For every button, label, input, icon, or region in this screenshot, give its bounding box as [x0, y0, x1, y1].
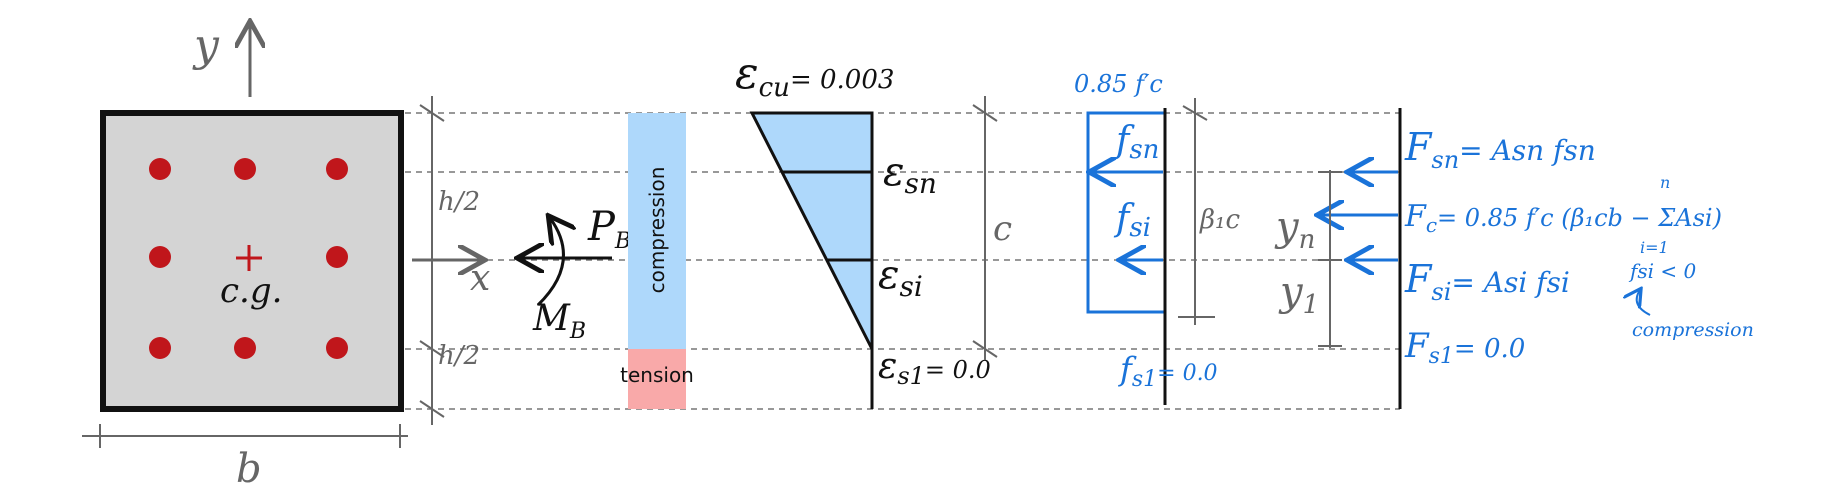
height-tick-top — [419, 104, 445, 122]
stress-block-outline — [1086, 111, 1165, 314]
rebar-dot — [234, 158, 256, 180]
block-depth-label: β₁c — [1199, 205, 1240, 235]
applied-loads: PB MB — [520, 204, 631, 344]
force-diagram: yn y1 Fsn= Asn fsn Fc= 0.85 f′c (β₁cb − … — [1274, 108, 1754, 409]
stress-sn-label: fsn — [1113, 120, 1159, 165]
height-tick-bottom — [419, 400, 445, 418]
ultimate-strain-label: εcu= 0.003 — [735, 48, 894, 103]
moment-label: MB — [532, 298, 586, 344]
width-label: b — [236, 446, 262, 492]
condition-arrow-icon — [1637, 290, 1651, 316]
rebar-group — [149, 158, 348, 359]
force-s1-equation: Fs1= 0.0 — [1404, 326, 1525, 369]
compression-zone — [628, 113, 686, 349]
moment-arc-icon — [536, 218, 563, 307]
concrete-stress-label: 0.85 f′c — [1074, 70, 1163, 98]
c-tick-top — [972, 104, 998, 122]
stress-si-label: fsi — [1113, 198, 1151, 243]
rebar-dot — [149, 246, 171, 268]
half-height-bottom-label: h/2 — [438, 341, 480, 371]
centroid-label: c.g. — [220, 271, 282, 311]
y-axis-label: y — [192, 20, 220, 71]
neutral-axis-depth-label: c — [993, 209, 1012, 249]
cross-section: c.g. y x b h/2 h/2 — [82, 20, 490, 492]
axial-load-label: PB — [587, 204, 631, 254]
height-tick-mid — [419, 340, 445, 358]
sum-upper-limit: n — [1660, 173, 1670, 192]
force-sn-equation: Fsn= Asn fsn — [1404, 125, 1596, 174]
compression-zone-label: compression — [645, 167, 669, 294]
tension-zone-label: tension — [620, 363, 694, 387]
rebar-dot — [234, 337, 256, 359]
sum-lower-limit: i=1 — [1640, 238, 1669, 257]
stress-diagram: 0.85 f′c fsn fsi fs1= 0.0 β₁c — [1074, 70, 1240, 405]
c-tick-bottom — [972, 340, 998, 358]
rebar-dot — [326, 246, 348, 268]
force-c-equation: Fc= 0.85 f′c (β₁cb − ΣAsi) — [1404, 199, 1722, 237]
stress-zones: compression tension — [620, 113, 694, 409]
half-height-top-label: h/2 — [438, 187, 480, 217]
rebar-dot — [149, 337, 171, 359]
centroid-cross-icon — [236, 245, 262, 271]
block-tick-top — [1182, 105, 1208, 121]
strain-s1-label: εs1= 0.0 — [878, 346, 991, 390]
strain-triangle — [749, 111, 874, 350]
rebar-dot — [326, 158, 348, 180]
lever-arm-yn-label: yn — [1274, 204, 1315, 255]
force-si-equation: Fsi= Asi fsi — [1404, 257, 1570, 306]
rebar-dot — [149, 158, 171, 180]
section-outline — [100, 110, 404, 412]
tension-zone — [628, 349, 686, 409]
reference-lines — [405, 112, 1400, 410]
strain-sn-label: εsn — [883, 149, 937, 200]
stress-s1-label: fs1= 0.0 — [1118, 350, 1218, 392]
strain-si-label: εsi — [878, 252, 923, 303]
rebar-dot — [326, 337, 348, 359]
lever-arm-y1-label: y1 — [1278, 269, 1319, 320]
condition-note: compression — [1632, 319, 1754, 341]
condition-label: fsi < 0 — [1628, 259, 1697, 283]
x-axis-label: x — [470, 258, 490, 299]
strain-diagram: εcu= 0.003 εsn εsi εs1= 0.0 c — [735, 48, 1012, 409]
